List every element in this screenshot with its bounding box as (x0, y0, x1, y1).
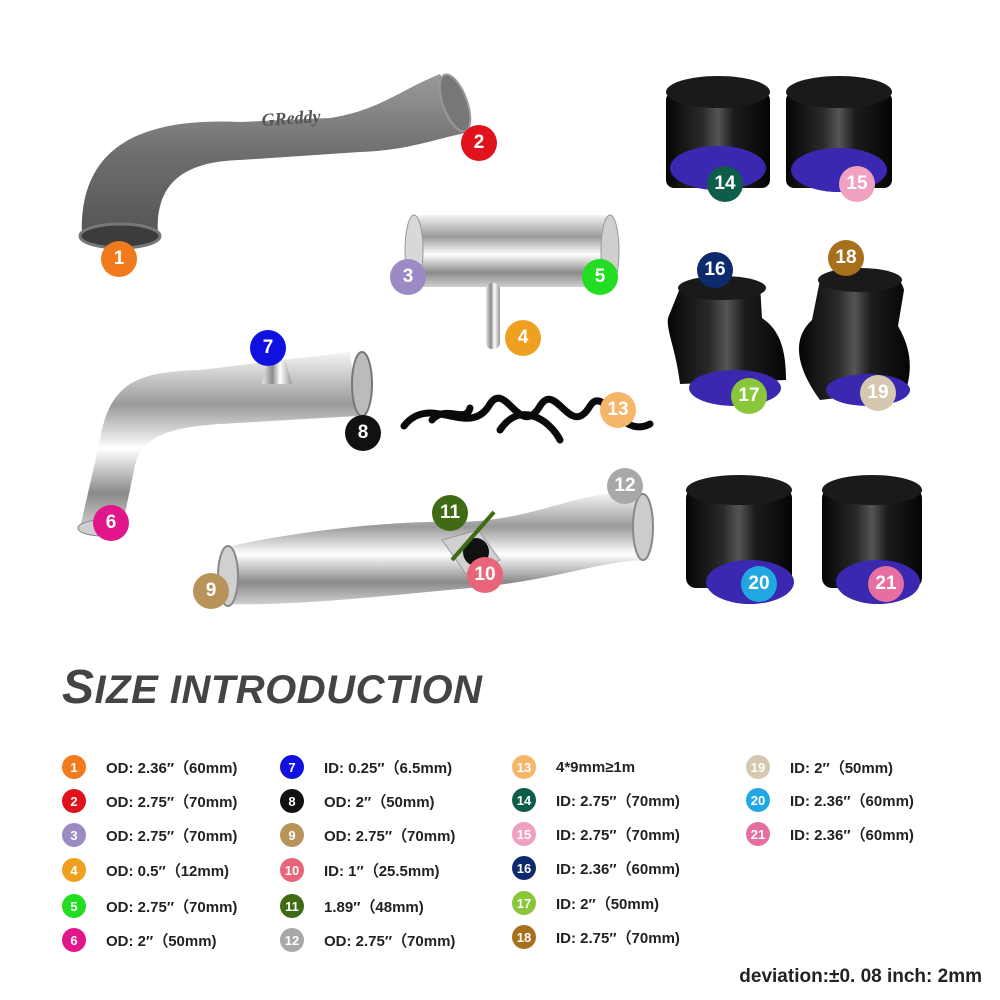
size-badge: 19 (746, 755, 770, 779)
size-badge: 4 (62, 858, 86, 882)
badge-1: 1 (101, 241, 137, 277)
size-badge: 15 (512, 822, 536, 846)
size-badge: 9 (280, 823, 304, 847)
badge-11: 11 (432, 495, 468, 531)
size-text: OD: 2.75″（70mm) (324, 827, 456, 845)
size-introduction-title: SIZE INTRODUCTION (62, 660, 483, 715)
badge-6: 6 (93, 505, 129, 541)
size-text: ID: 2.75″（70mm) (556, 929, 680, 947)
size-badge: 11 (280, 894, 304, 918)
size-text: ID: 2.36″（60mm) (556, 860, 680, 878)
brand-logo: GReddy (261, 106, 322, 130)
badge-2: 2 (461, 125, 497, 161)
badge-21: 21 (868, 566, 904, 602)
size-item: 12 OD: 2.75″（70mm) (280, 928, 455, 952)
deviation-note: deviation:±0. 08 inch: 2mm (739, 966, 982, 987)
badge-12: 12 (607, 468, 643, 504)
badge-18: 18 (828, 240, 864, 276)
badge-10: 10 (467, 557, 503, 593)
size-item: 16 ID: 2.36″（60mm) (512, 856, 680, 880)
size-badge: 3 (62, 823, 86, 847)
size-badge: 16 (512, 856, 536, 880)
size-text: 4*9mm≥1m (556, 758, 636, 776)
size-item: 21 ID: 2.36″（60mm) (746, 822, 914, 846)
size-badge: 8 (280, 789, 304, 813)
size-text: ID: 2″（50mm) (556, 895, 660, 913)
size-badge: 10 (280, 858, 304, 882)
size-badge: 18 (512, 925, 536, 949)
size-item: 20 ID: 2.36″（60mm) (746, 788, 914, 812)
product-illustration: GReddy (77, 73, 922, 609)
badge-9: 9 (193, 573, 229, 609)
size-item: 3 OD: 2.75″（70mm) (62, 823, 237, 847)
badge-5: 5 (582, 259, 618, 295)
size-badge: 13 (512, 755, 536, 779)
size-text: ID: 2.36″（60mm) (790, 792, 914, 810)
badge-16: 16 (697, 252, 733, 288)
badge-15: 15 (839, 166, 875, 202)
size-text: OD: 2″（50mm) (324, 793, 435, 811)
size-item: 13 4*9mm≥1m (512, 755, 635, 779)
size-badge: 6 (62, 928, 86, 952)
size-badge: 17 (512, 891, 536, 915)
size-text: OD: 2.75″（70mm) (106, 793, 238, 811)
badge-4: 4 (505, 320, 541, 356)
title-initial: S (62, 661, 95, 714)
cast-intake-elbow: GReddy (78, 73, 472, 250)
badge-20: 20 (741, 566, 777, 602)
size-item: 18 ID: 2.75″（70mm) (512, 925, 680, 949)
size-badge: 1 (62, 755, 86, 779)
size-text: OD: 2.75″（70mm) (106, 827, 238, 845)
size-badge: 2 (62, 789, 86, 813)
size-item: 5 OD: 2.75″（70mm) (62, 894, 237, 918)
badge-17: 17 (731, 378, 767, 414)
badge-3: 3 (390, 259, 426, 295)
size-text: 1.89″（48mm) (324, 898, 424, 916)
size-item: 10 ID: 1″（25.5mm) (280, 858, 440, 882)
size-badge: 20 (746, 788, 770, 812)
size-text: OD: 0.5″（12mm) (106, 862, 230, 880)
size-item: 15 ID: 2.75″（70mm) (512, 822, 680, 846)
size-badge: 14 (512, 788, 536, 812)
size-text: ID: 2.75″（70mm) (556, 826, 680, 844)
size-item: 8 OD: 2″（50mm) (280, 789, 435, 813)
size-item: 17 ID: 2″（50mm) (512, 891, 659, 915)
size-text: OD: 2.36″（60mm) (106, 759, 238, 777)
size-item: 4 OD: 0.5″（12mm) (62, 858, 229, 882)
title-rest: IZE INTRODUCTION (94, 668, 483, 712)
badge-7: 7 (250, 330, 286, 366)
size-text: ID: 0.25″（6.5mm) (324, 759, 453, 777)
size-text: ID: 2.75″（70mm) (556, 792, 680, 810)
size-item: 11 1.89″（48mm) (280, 894, 424, 918)
size-text: OD: 2″（50mm) (106, 932, 217, 950)
size-text: OD: 2.75″（70mm) (106, 898, 238, 916)
size-text: ID: 1″（25.5mm) (324, 862, 440, 880)
size-text: ID: 2″（50mm) (790, 759, 894, 777)
badge-14: 14 (707, 166, 743, 202)
size-badge: 12 (280, 928, 304, 952)
size-text: OD: 2.75″（70mm) (324, 932, 456, 950)
size-badge: 7 (280, 755, 304, 779)
chrome-t-pipe (404, 214, 620, 349)
badge-19: 19 (860, 375, 896, 411)
badge-8: 8 (345, 415, 381, 451)
size-item: 1 OD: 2.36″（60mm) (62, 755, 237, 779)
size-item: 7 ID: 0.25″（6.5mm) (280, 755, 452, 779)
badge-13: 13 (600, 392, 636, 428)
size-item: 14 ID: 2.75″（70mm) (512, 788, 680, 812)
size-item: 6 OD: 2″（50mm) (62, 928, 217, 952)
size-text: ID: 2.36″（60mm) (790, 826, 914, 844)
size-item: 2 OD: 2.75″（70mm) (62, 789, 237, 813)
size-badge: 5 (62, 894, 86, 918)
size-item: 9 OD: 2.75″（70mm) (280, 823, 455, 847)
size-item: 19 ID: 2″（50mm) (746, 755, 893, 779)
size-badge: 21 (746, 822, 770, 846)
